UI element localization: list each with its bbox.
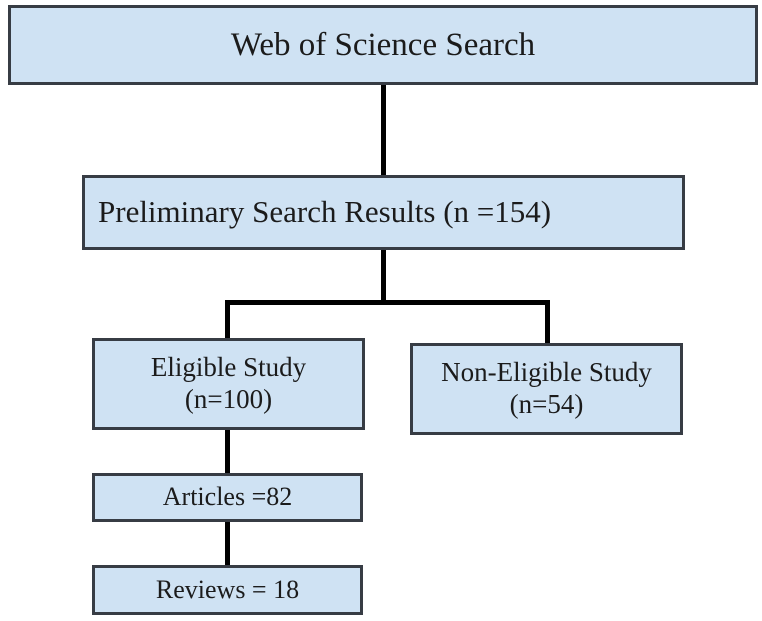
node-articles-label: Articles =82 [162,482,293,512]
node-articles: Articles =82 [92,473,363,522]
connector-split-horizontal [225,300,550,305]
connector-preliminary-to-split [381,250,386,303]
node-reviews-label: Reviews = 18 [155,574,300,604]
node-non-eligible-study: Non-Eligible Study (n=54) [410,343,683,435]
node-web-of-science-search-label: Web of Science Search [230,26,536,63]
node-eligible-study: Eligible Study (n=100) [92,338,365,430]
node-web-of-science-search: Web of Science Search [8,5,758,85]
connector-split-to-non-eligible [545,300,550,343]
connector-articles-to-reviews [225,522,230,565]
node-reviews: Reviews = 18 [92,565,363,615]
node-preliminary-search-results: Preliminary Search Results (n =154) [82,175,685,250]
node-non-eligible-study-label: Non-Eligible Study [441,357,652,388]
connector-eligible-to-articles [225,430,230,473]
connector-root-to-preliminary [381,85,386,175]
node-eligible-study-count: (n=100) [184,384,273,414]
connector-split-to-eligible [225,300,230,338]
node-non-eligible-study-count: (n=54) [509,389,584,419]
node-preliminary-search-results-label: Preliminary Search Results (n =154) [98,194,552,230]
node-eligible-study-label: Eligible Study [150,352,307,383]
